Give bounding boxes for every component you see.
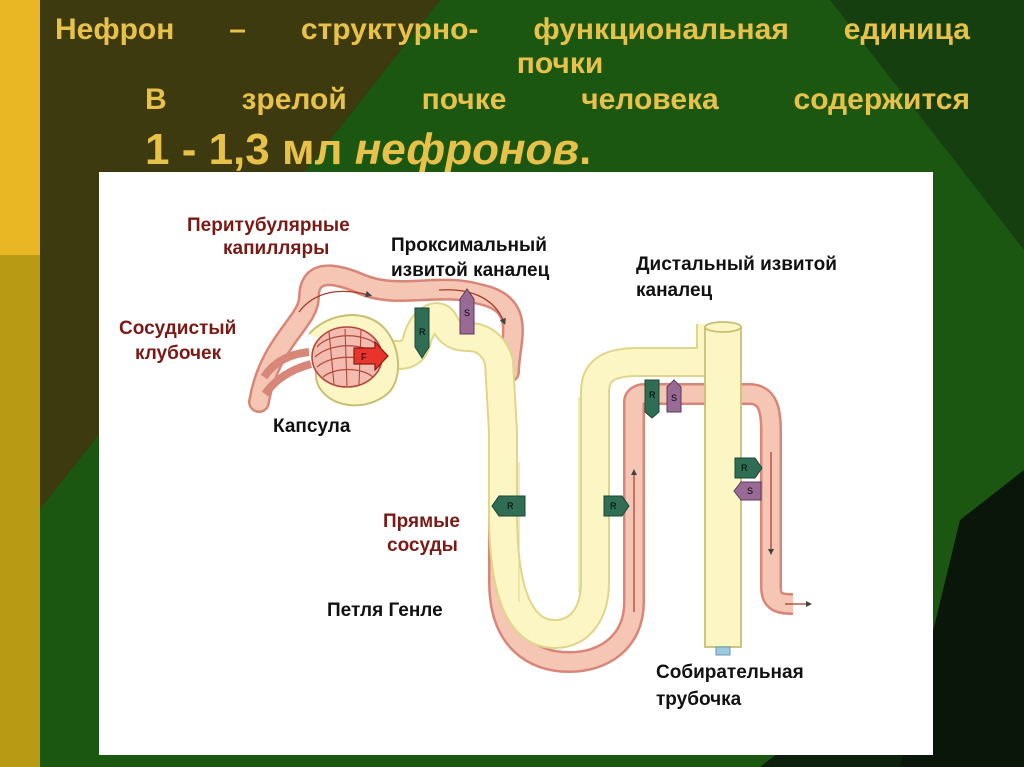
secretion-marker-label: S: [747, 486, 753, 496]
peritubular-capillary: [248, 264, 524, 413]
label-loop-of-henle: Петля Генле: [327, 600, 443, 621]
label-capsule: Капсула: [273, 416, 351, 437]
secretion-marker: S: [733, 481, 762, 501]
label-collecting-2: трубочка: [656, 689, 742, 710]
nephron-count: 1 - 1,3 мл нефронов.: [145, 122, 591, 178]
nephron-diagram: F R S R R R S R S Перитубулярные капилля…: [119, 215, 837, 710]
label-peritubular-2: капилляры: [223, 238, 329, 259]
nephron-tubule: [386, 302, 726, 649]
vasa-recta: [488, 362, 812, 673]
nephron-count-value: 1 - 1,3 мл: [145, 125, 343, 174]
collecting-duct: [704, 321, 742, 656]
secretion-marker: S: [666, 379, 682, 413]
filtration-marker: F: [353, 340, 389, 372]
slide-title-line1: Нефрон – структурно- функциональная един…: [55, 13, 970, 46]
reabsorption-marker: R: [734, 457, 763, 479]
slide-title-line2: почки: [516, 47, 604, 80]
nephron-count-word: нефронов: [354, 125, 579, 174]
label-vasa-recta-2: сосуды: [387, 535, 458, 556]
nephron-count-period: .: [579, 125, 592, 174]
label-vasa-recta-1: Прямые: [383, 511, 460, 532]
reabsorption-marker-label: R: [649, 390, 656, 400]
label-proximal-1: Проксимальный: [391, 235, 547, 256]
label-proximal-2: извитой каналец: [391, 260, 550, 281]
label-collecting-1: Собирательная: [656, 662, 804, 683]
filtration-marker-label: F: [361, 352, 367, 362]
reabsorption-marker-label: R: [507, 501, 514, 511]
label-glomerulus-1: Сосудистый: [119, 318, 236, 339]
reabsorption-marker-label: R: [419, 327, 426, 337]
secretion-marker-label: S: [671, 393, 677, 403]
reabsorption-marker: R: [491, 495, 526, 517]
slide-subtitle: В зрелой почке человека содержится: [145, 83, 970, 116]
glomerulus: [260, 326, 383, 397]
secretion-marker: S: [459, 288, 475, 335]
reabsorption-marker-label: R: [741, 463, 748, 473]
reabsorption-marker: R: [644, 379, 660, 419]
reabsorption-marker: R: [414, 307, 430, 359]
nephron-diagram-panel: F R S R R R S R S Перитубулярные капилля…: [99, 172, 933, 755]
label-distal-2: каналец: [636, 280, 713, 301]
secretion-marker-label: S: [464, 308, 470, 318]
label-peritubular-1: Перитубулярные: [187, 215, 350, 236]
label-distal-1: Дистальный извитой: [636, 254, 837, 275]
reabsorption-marker-label: R: [610, 501, 617, 511]
reabsorption-marker: R: [603, 495, 630, 517]
label-glomerulus-2: клубочек: [135, 343, 222, 364]
